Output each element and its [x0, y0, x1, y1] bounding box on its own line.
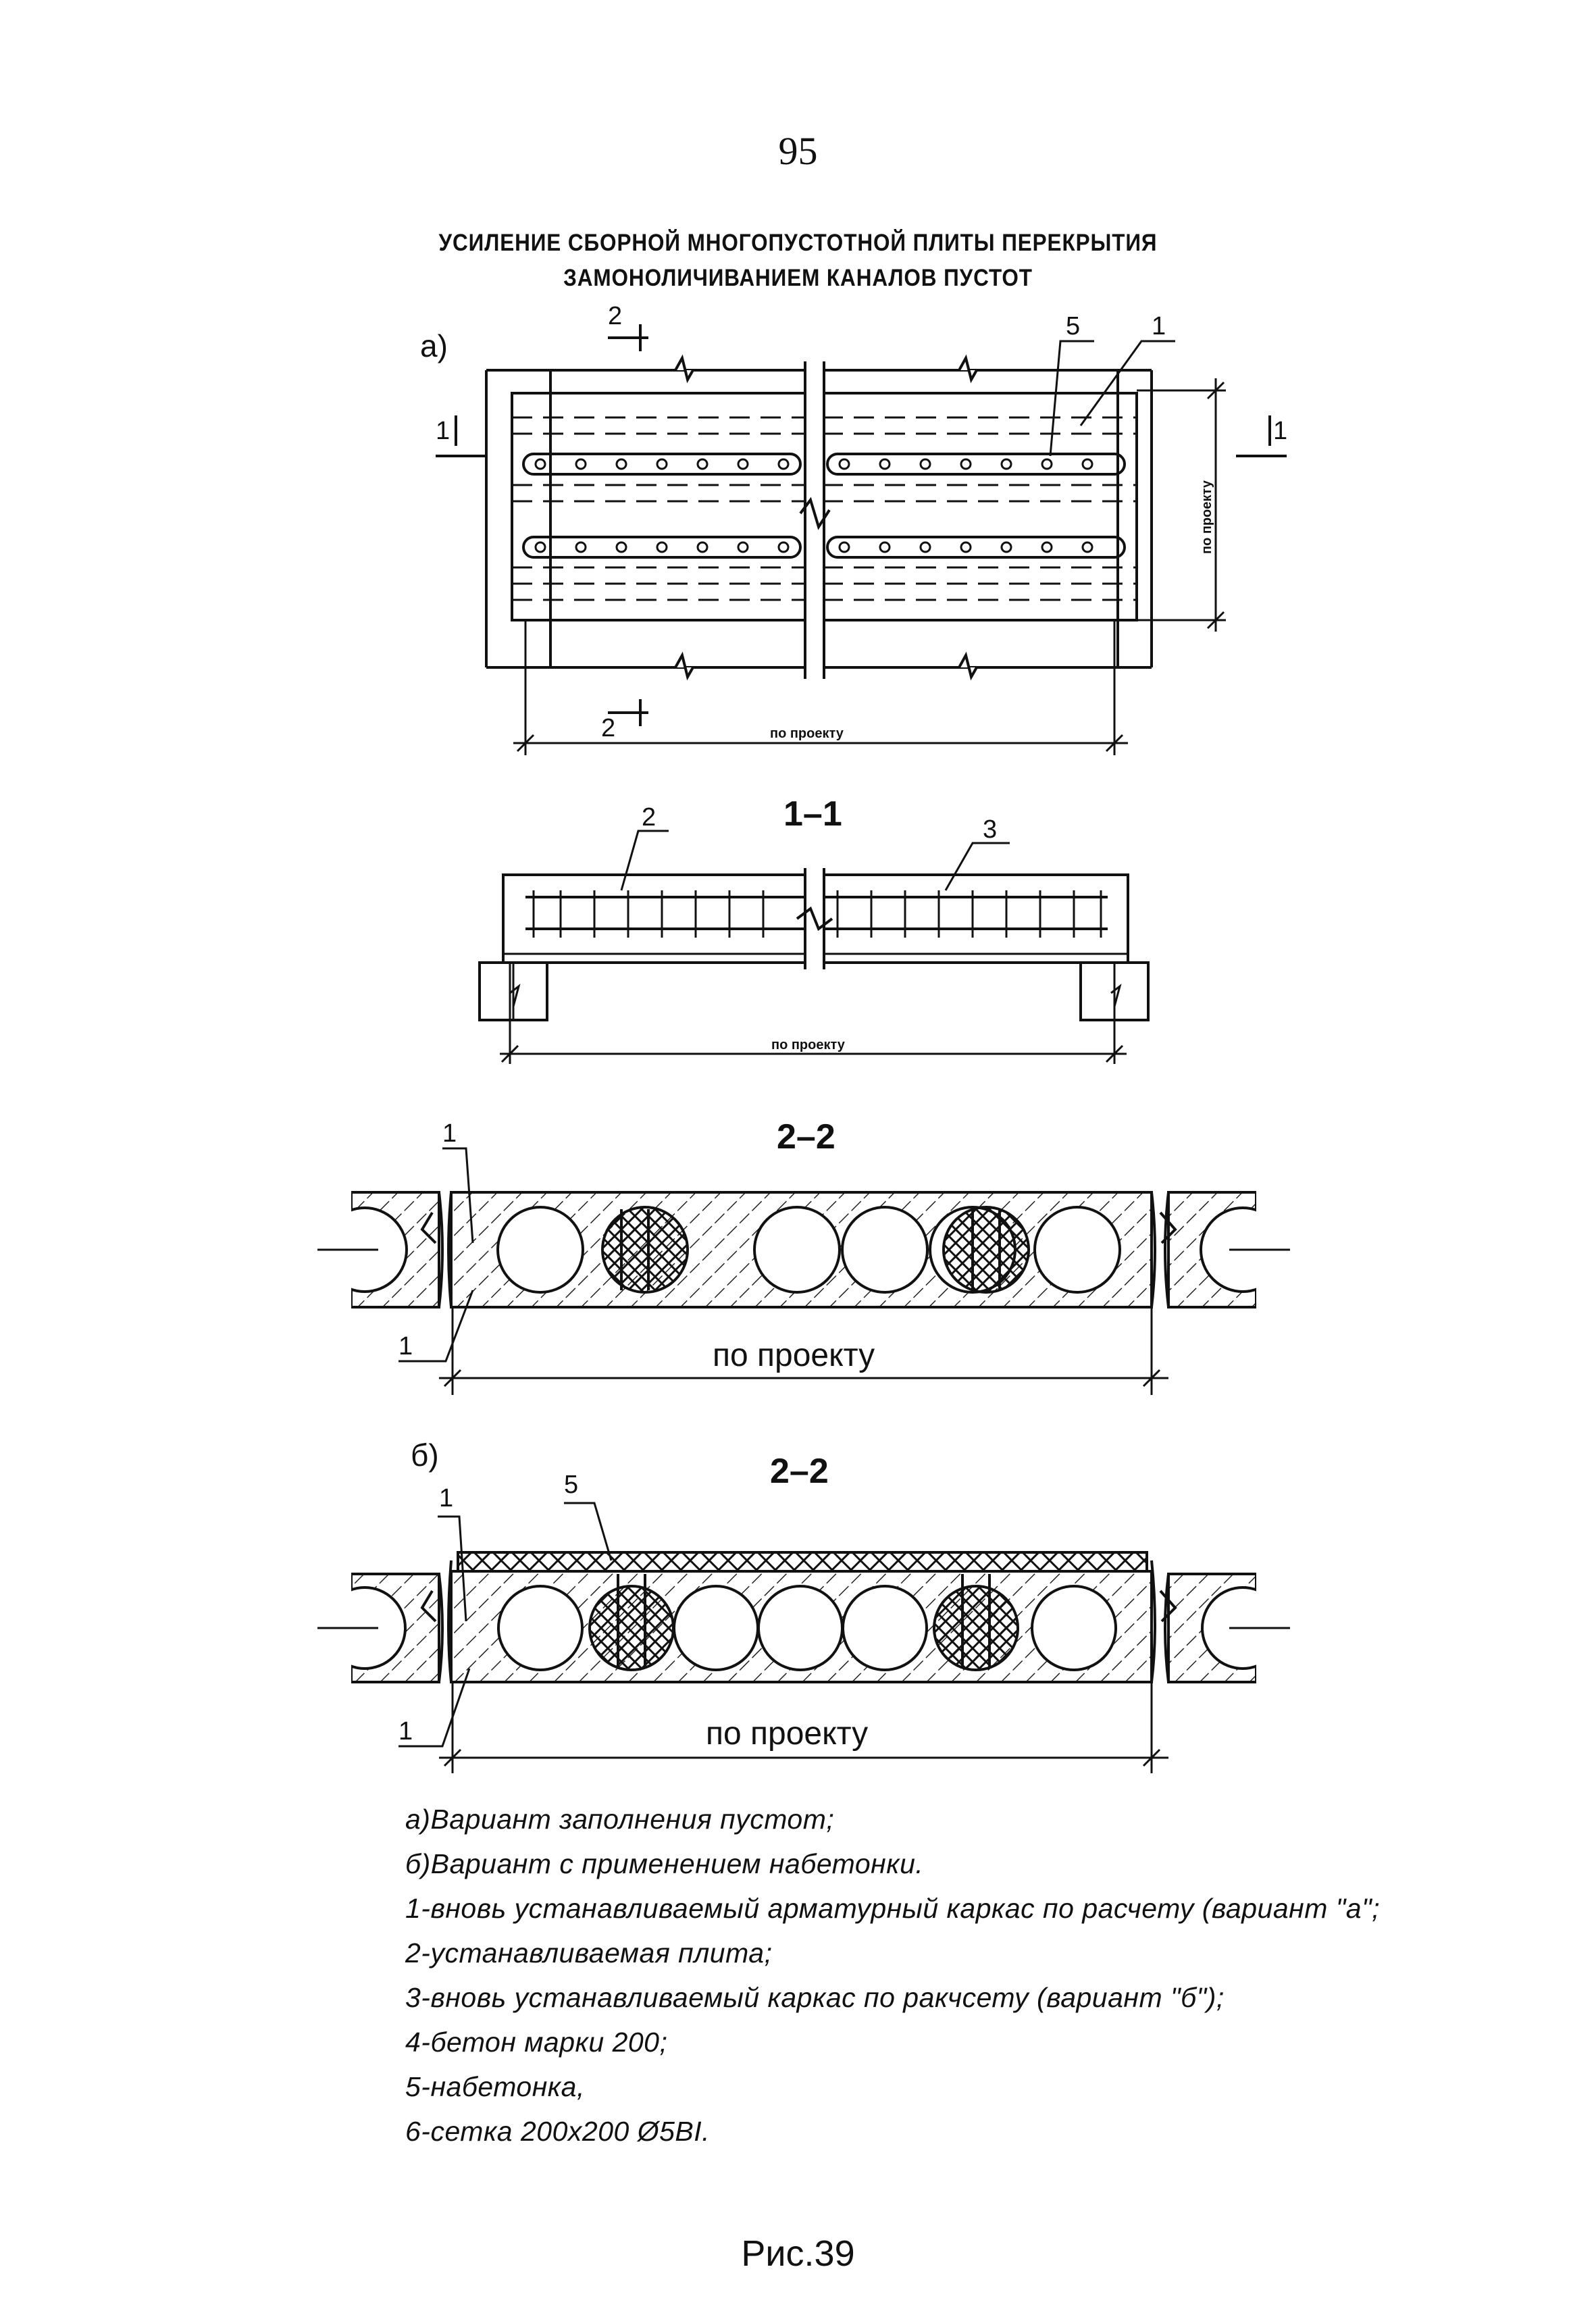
section-mark-1-left: 1	[436, 417, 450, 445]
callout-5-b: 5	[564, 1471, 578, 1499]
section-1-1-dimension: по проекту	[771, 1038, 846, 1052]
callout-5: 5	[1066, 312, 1080, 340]
variant-label-b: б)	[411, 1438, 439, 1473]
callout-1-top-b: 1	[439, 1484, 453, 1513]
section-1-1	[478, 830, 1150, 1064]
callout-1-bottom-b: 1	[398, 1717, 413, 1746]
section-1-1-labels: 1–1 2 3 по проекту	[642, 794, 997, 1052]
section-mark-1-right: 1	[1273, 417, 1287, 445]
legend-item: 2-устанавливаемая плита;	[405, 1937, 773, 1968]
section-mark-2-bottom: 2	[601, 714, 615, 742]
section-mark-2-top: 2	[608, 302, 622, 330]
legend-item: 3-вновь устанавливаемый каркас по ракчсе…	[405, 1982, 1225, 2013]
callout-1-top: 1	[442, 1119, 457, 1148]
section-2-2-b-labels: б) 2–2 1 5 1 по проекту	[398, 1438, 868, 1752]
section-2-2-variant-a	[317, 1147, 1290, 1395]
drawing-title-line-2: ЗАМОНОЛИЧИВАНИЕМ КАНАЛОВ ПУСТОТ	[563, 265, 1033, 291]
legend: а)Вариант заполнения пустот; б)Вариант с…	[405, 1797, 1499, 2154]
legend-item: 4-бетон марки 200;	[405, 2027, 668, 2058]
callout-2: 2	[642, 803, 656, 832]
legend-item: а)Вариант заполнения пустот;	[405, 1804, 835, 1835]
figure-caption: Рис.39	[741, 2233, 855, 2274]
plan-view	[436, 324, 1287, 755]
section-2-2-a-labels: 2–2 1 1 по проекту	[398, 1117, 875, 1373]
section-2-2-b-dimension: по проекту	[706, 1716, 868, 1752]
legend-item: 6-сетка 200х200 Ø5BI.	[405, 2116, 711, 2147]
callout-1-bottom: 1	[398, 1332, 413, 1361]
legend-item: 5-набетонка,	[405, 2071, 585, 2102]
drawing-title-line-1: УСИЛЕНИЕ СБОРНОЙ МНОГОПУСТОТНОЙ ПЛИТЫ ПЕ…	[438, 230, 1158, 256]
section-1-1-title: 1–1	[783, 794, 842, 834]
page-number: 95	[778, 129, 818, 173]
section-2-2-b-title: 2–2	[770, 1452, 829, 1491]
plan-side-dimension: по проекту	[1200, 480, 1214, 554]
section-2-2-variant-b	[317, 1502, 1290, 1773]
legend-item: б)Вариант с применением набетонки.	[405, 1848, 924, 1879]
section-2-2-a-title: 2–2	[777, 1117, 835, 1156]
section-2-2-a-dimension: по проекту	[713, 1338, 875, 1373]
callout-3: 3	[983, 815, 997, 844]
plan-labels: а) 2 2 1 1 5 1 по проекту по проекту	[420, 302, 1287, 742]
legend-item: 1-вновь устанавливаемый арматурный карка…	[405, 1893, 1381, 1924]
plan-bottom-dimension: по проекту	[770, 726, 844, 741]
variant-label-a: а)	[420, 328, 448, 363]
callout-1: 1	[1152, 312, 1166, 340]
